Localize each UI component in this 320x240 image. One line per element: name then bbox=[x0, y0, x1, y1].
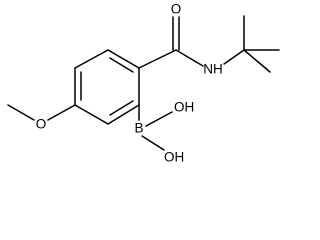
methoxy-oxygen-label: O bbox=[36, 117, 47, 132]
carbonyl-oxygen-label: O bbox=[171, 2, 182, 17]
amide-nitrogen-label: NH bbox=[203, 62, 223, 77]
lower-hydroxyl-label: OH bbox=[164, 150, 184, 165]
ring-to-carbonyl-bond bbox=[138, 49, 177, 69]
ring-double-bond-1 bbox=[109, 57, 134, 73]
ring-bond-3 bbox=[107, 104, 140, 125]
nitrogen-to-tbutyl-bond bbox=[223, 49, 245, 65]
methoxy-methyl-bond bbox=[7, 104, 35, 121]
ring-bond-1 bbox=[107, 49, 140, 69]
ring-to-methoxy-oxygen-bond bbox=[47, 104, 76, 121]
boron-to-lower-hydroxyl-bond bbox=[141, 135, 165, 151]
ring-bond-4 bbox=[74, 104, 109, 125]
chemical-structure: O NH O B OH OH bbox=[7, 2, 280, 165]
ring-double-bond-2 bbox=[109, 100, 134, 116]
tbutyl-methyl-down bbox=[243, 49, 271, 73]
upper-hydroxyl-label: OH bbox=[174, 100, 194, 115]
boron-to-upper-hydroxyl-bond bbox=[145, 111, 173, 127]
boron-label: B bbox=[134, 121, 143, 136]
carbonyl-to-nitrogen-bond bbox=[175, 49, 204, 67]
ring-bond-6 bbox=[74, 49, 109, 69]
